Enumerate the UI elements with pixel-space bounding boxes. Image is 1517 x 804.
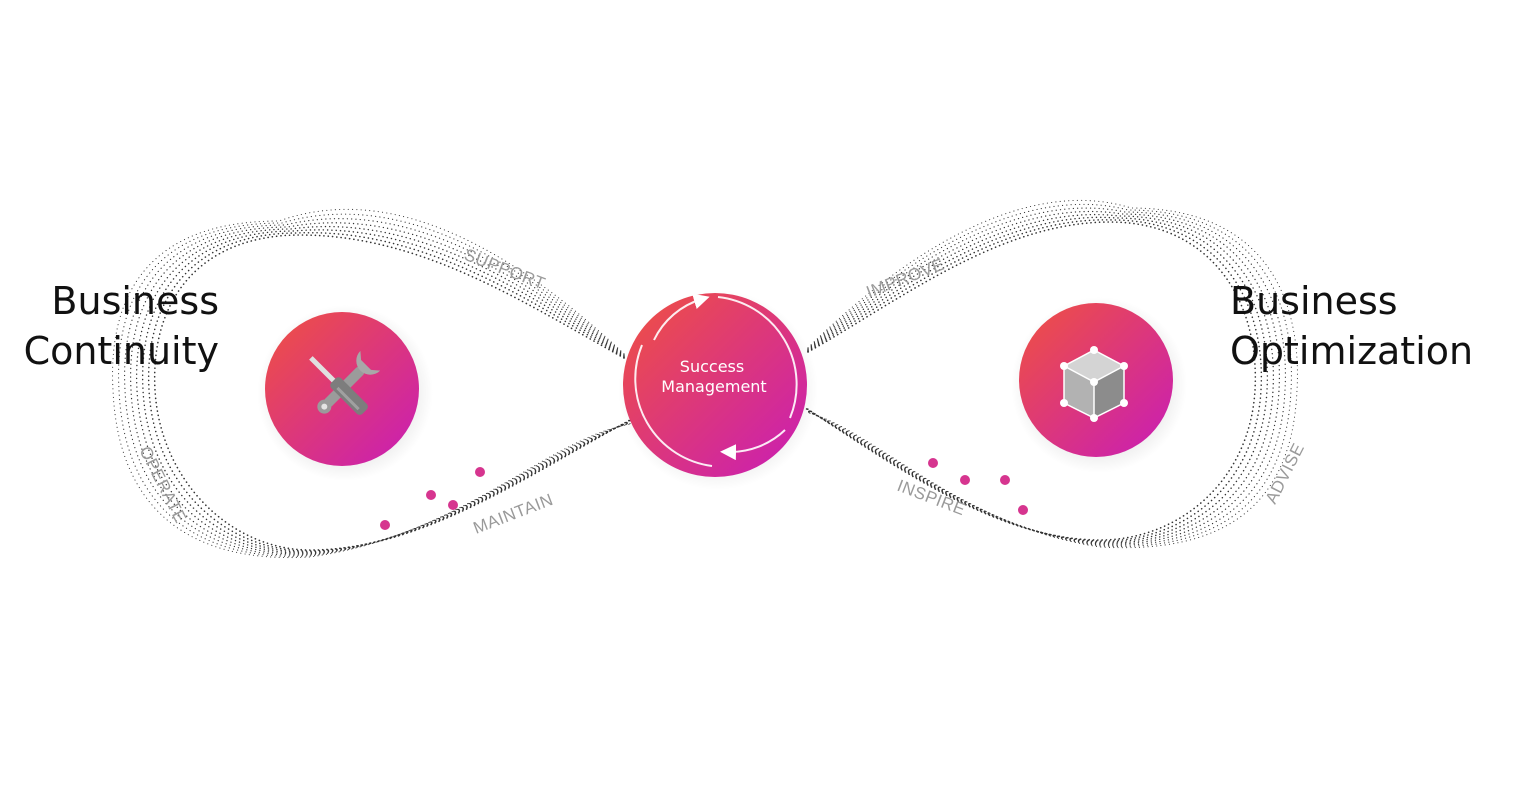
- accent-dots: [380, 458, 1028, 530]
- dotted-track: [141, 229, 631, 553]
- business-optimization-title: Business Optimization: [1230, 276, 1473, 376]
- accent-dot: [960, 475, 970, 485]
- dotted-track: [805, 214, 1275, 544]
- cube-icon: [1060, 346, 1128, 422]
- title-left-line2: Continuity: [23, 329, 219, 373]
- cycle-arrows-icon: [634, 293, 798, 467]
- dotted-track: [153, 234, 631, 551]
- dotted-track: [129, 222, 631, 555]
- success-management-node: Success Management: [618, 290, 818, 490]
- title-right-line1: Business: [1230, 279, 1398, 323]
- business-continuity-title: Business Continuity: [24, 276, 219, 376]
- label-advise: ADVISE: [1262, 440, 1309, 507]
- dotted-track: [805, 221, 1257, 541]
- business-optimization-node: [1011, 297, 1187, 473]
- accent-dot: [426, 490, 436, 500]
- center-label-line2: Management: [661, 377, 766, 396]
- business-continuity-node: [257, 305, 433, 481]
- dotted-track: [118, 213, 631, 557]
- center-label-line1: Success: [680, 357, 744, 376]
- dotted-track: [805, 219, 1263, 542]
- label-operate: OPERATE: [135, 443, 190, 526]
- dotted-loop-tracks: [112, 199, 1298, 559]
- label-support: SUPPORT: [462, 245, 549, 293]
- accent-dot: [1000, 475, 1010, 485]
- accent-dot: [1018, 505, 1028, 515]
- title-right-line2: Optimization: [1230, 329, 1474, 373]
- accent-dot: [448, 500, 458, 510]
- accent-dot: [928, 458, 938, 468]
- label-improve: IMPROVE: [864, 255, 947, 302]
- accent-dot: [475, 467, 485, 477]
- tools-icon: [309, 350, 381, 415]
- accent-dot: [380, 520, 390, 530]
- title-left-line1: Business: [51, 279, 219, 323]
- label-maintain: MAINTAIN: [471, 490, 556, 538]
